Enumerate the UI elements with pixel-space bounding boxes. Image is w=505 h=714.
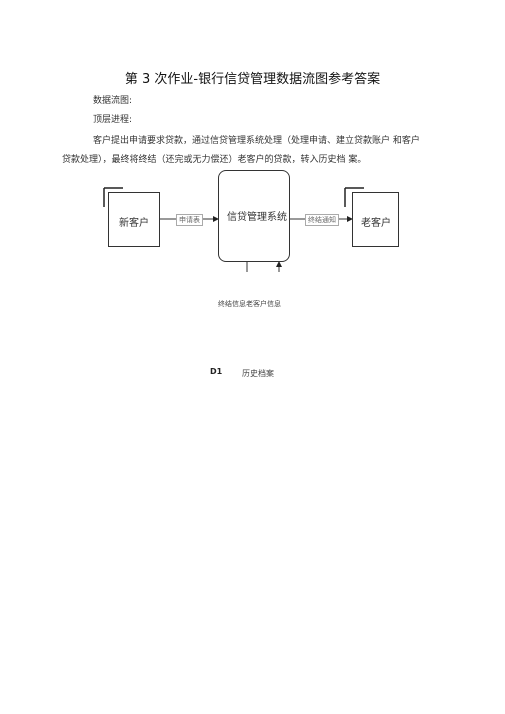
process-credit-system: 信贷管理系统 bbox=[218, 170, 290, 262]
data-store-id: D1 bbox=[210, 367, 223, 376]
entity-old-customer: 老客户 bbox=[352, 192, 399, 247]
entity-new-customer: 新客户 bbox=[108, 192, 160, 247]
heading-top-process: 顶层进程: bbox=[93, 115, 133, 125]
description-line-1: 客户提出申请要求贷款，通过信贷管理系统处理（处理申请、建立贷款账户 和客户 bbox=[93, 136, 420, 146]
description-line-2: 贷款处理），最终将终结（还完或无力偿还）老客户的贷款，转入历史档 案。 bbox=[62, 155, 367, 165]
entity-old-customer-label: 老客户 bbox=[361, 218, 391, 229]
data-store-name: 历史档案 bbox=[242, 369, 274, 378]
heading-data-flow: 数据流图: bbox=[93, 96, 133, 106]
document-title: 第 3 次作业-银行信贷管理数据流图参考答案 bbox=[124, 72, 381, 87]
flow-label-end: 终结通知 bbox=[305, 214, 339, 226]
entity-new-customer-label: 新客户 bbox=[119, 218, 149, 229]
flow-label-end-info: 终结信息老客户信息 bbox=[218, 300, 281, 308]
process-credit-system-label: 信贷管理系统 bbox=[227, 212, 287, 223]
flow-label-apply: 申请表 bbox=[176, 214, 203, 226]
